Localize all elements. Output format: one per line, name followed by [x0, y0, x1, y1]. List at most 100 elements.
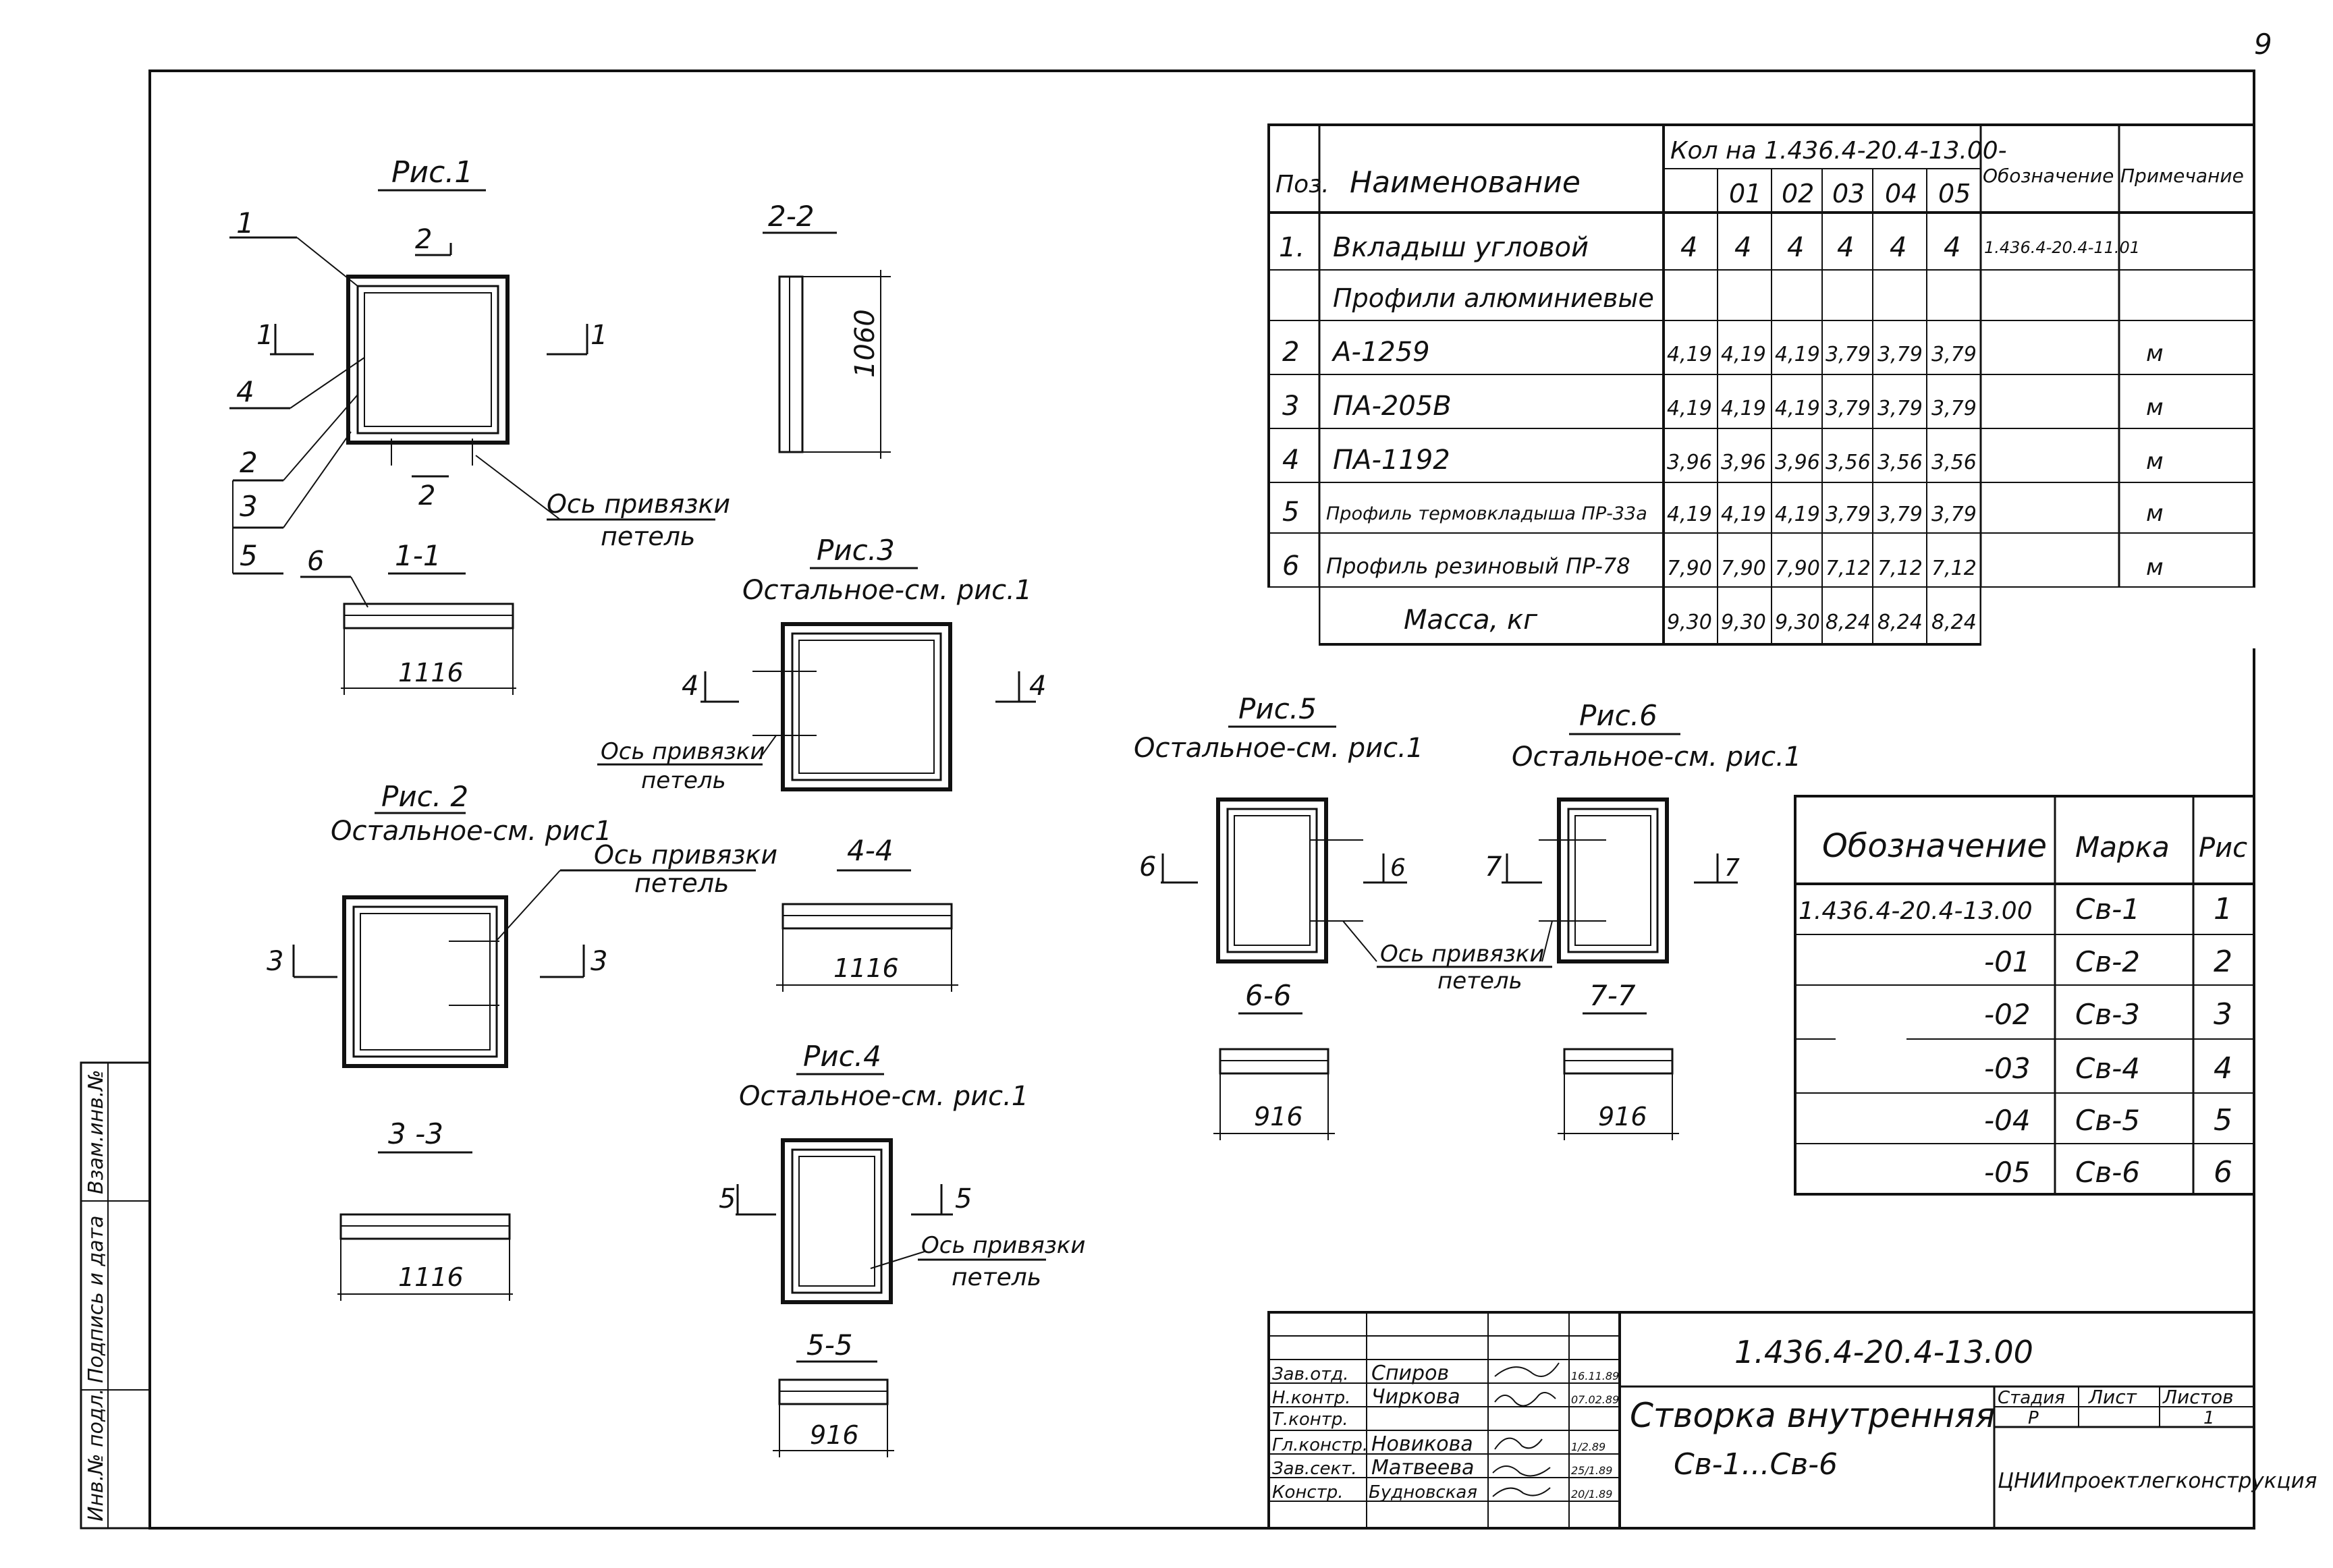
spec-table: Поз. Наименование Кол на 1.436.4-20.4-13…: [1266, 123, 2258, 648]
fig1-callout-4: 4: [236, 375, 254, 408]
mark-r1-des: 1.436.4-20.4-13.00: [1799, 897, 2033, 925]
spec-r4-q1: 4,19: [1721, 397, 1766, 420]
spec-col-01: 01: [1729, 179, 1761, 208]
spec-r4-q3: 3,79: [1826, 397, 1871, 420]
spec-r6-note: м: [2146, 500, 2164, 527]
section-4-4: 4-4 1116: [776, 834, 958, 992]
spec-col-05: 05: [1938, 179, 1971, 208]
fig1-title: Рис.1: [391, 155, 473, 190]
mark-r6-mark: Св-6: [2075, 1156, 2140, 1189]
section-1-1: 6 1-1 1116: [300, 539, 516, 695]
fig3-mark-4-right: 4: [1029, 671, 1046, 702]
mark-r2-fig: 2: [2214, 945, 2232, 979]
sec66-dim: 916: [1254, 1102, 1303, 1131]
spec-r5-note: м: [2146, 448, 2164, 475]
sec44-title: 4-4: [847, 834, 894, 867]
mark-header-fig: Рис: [2199, 833, 2247, 864]
sec55-title: 5-5: [806, 1328, 853, 1362]
figure-1: Рис.1 1 4 2 3 5 2 1 1 2 О: [229, 155, 730, 575]
tb-sheets-label: Листов: [2162, 1386, 2234, 1408]
title-block: Зав.отд. Спиров 16.11.89 Н.контр. Чирков…: [1267, 1311, 2317, 1530]
mark-table: Обозначение Марка Рис 1.436.4-20.4-13.00…: [1794, 795, 2255, 1196]
fig5-title: Рис.5: [1238, 692, 1317, 725]
fig4-axis-label-2: петель: [952, 1264, 1041, 1291]
spec-r6-q1: 4,19: [1721, 503, 1766, 526]
sec77-dim: 916: [1598, 1102, 1647, 1131]
spec-r7-pos: 6: [1282, 551, 1299, 582]
mark-header-mark: Марка: [2075, 831, 2170, 864]
spec-header-qty: Кол на 1.436.4-20.4-13.00-: [1670, 137, 2007, 165]
mark-r5-mark: Св-5: [2075, 1104, 2140, 1137]
fig4-title: Рис.4: [803, 1040, 881, 1073]
fig3-note: Остальное-см. рис.1: [742, 575, 1032, 606]
tb-org: ЦНИИпроектлегконструкция: [1998, 1469, 2317, 1493]
spec-r1-q5: 4: [1944, 232, 1960, 263]
fig2-axis-label-2: петель: [634, 868, 729, 898]
tb-sheets: 1: [2203, 1408, 2215, 1428]
spec-r7-q3: 7,12: [1826, 557, 1871, 580]
fig3-axis-label-1: Ось привязки: [601, 738, 765, 765]
fig1-callout-5: 5: [240, 539, 258, 572]
mark-r3-fig: 3: [2214, 997, 2232, 1032]
spec-r6-pos: 5: [1282, 497, 1299, 528]
spec-header-designation: Обозначение: [1983, 165, 2114, 187]
tb-name-5: Матвеева: [1371, 1456, 1474, 1480]
figure-4: Рис.4 Остальное-см. рис.1 Ось привязки п…: [719, 1040, 1085, 1304]
spec-col-02: 02: [1782, 179, 1814, 208]
tb-doc-number: 1.436.4-20.4-13.00: [1734, 1334, 2033, 1370]
spec-r7-q0: 7,90: [1667, 557, 1712, 580]
sec22-dim: 1060: [850, 309, 881, 378]
fig1-callout-2: 2: [240, 446, 258, 479]
figure-5: Рис.5 Остальное-см. рис.1 6 6 Ось привяз…: [1134, 692, 1552, 995]
tb-date-5: 25/1.89: [1571, 1464, 1612, 1477]
spec-r6-q2: 4,19: [1775, 503, 1820, 526]
tb-role-4: Гл.констр.: [1272, 1435, 1368, 1455]
fig2-note: Остальное-см. рис1: [331, 816, 612, 847]
mark-r1-mark: Св-1: [2075, 893, 2140, 926]
spec-r6-q0: 4,19: [1667, 503, 1712, 526]
figure-3: Рис.3 Остальное-см. рис.1 Ось привязки п…: [597, 534, 1046, 794]
spec-r3-q4: 3,79: [1877, 343, 1923, 366]
spec-r2-name: Профили алюминиевые: [1333, 283, 1654, 313]
fig6-mark-7-left: 7: [1485, 851, 1502, 883]
tb-date-6: 20/1.89: [1571, 1488, 1612, 1501]
fig1-callout-3: 3: [240, 490, 258, 523]
fig1-callout-1: 1: [236, 206, 254, 240]
spec-r3-q2: 4,19: [1775, 343, 1820, 366]
mark-r3-mark: Св-3: [2075, 998, 2140, 1031]
fig1-mark-1-right: 1: [591, 320, 607, 351]
tb-role-5: Зав.сект.: [1272, 1459, 1357, 1479]
mark-r2-des: -01: [1984, 945, 2031, 978]
mark-r2-mark: Св-2: [2075, 945, 2140, 978]
spec-r5-q3: 3,56: [1826, 451, 1871, 474]
tb-title-line1: Створка внутренняя: [1630, 1396, 1995, 1435]
fig56-axis-label-1: Ось привязки: [1380, 941, 1544, 968]
sec11-callout-6: 6: [307, 546, 324, 577]
side-stamp: Инв.№ подл. Подпись и дата Взам.инв.№: [80, 1061, 151, 1530]
mark-r6-des: -05: [1984, 1156, 2031, 1189]
fig1-axis-label-2: петель: [601, 522, 695, 551]
tb-name-4: Новикова: [1371, 1432, 1473, 1456]
spec-r1-q3: 4: [1837, 232, 1854, 263]
spec-r7-q4: 7,12: [1877, 557, 1923, 580]
sec66-title: 6-6: [1245, 979, 1292, 1012]
spec-r3-q5: 3,79: [1931, 343, 1977, 366]
signature-5-icon: [1492, 1465, 1551, 1477]
spec-r3-q3: 3,79: [1826, 343, 1871, 366]
tb-role-2: Н.контр.: [1272, 1388, 1350, 1408]
figure-6: Рис.6 Остальное-см. рис.1 7 7: [1485, 699, 1801, 963]
spec-r7-q1: 7,90: [1721, 557, 1766, 580]
mark-header-des: Обозначение: [1822, 827, 2047, 865]
spec-r5-q1: 3,96: [1721, 451, 1766, 474]
fig56-axis-label-2: петель: [1437, 968, 1522, 995]
spec-r4-pos: 3: [1282, 391, 1299, 422]
signature-2-icon: [1494, 1392, 1556, 1407]
tb-date-2: 07.02.89: [1571, 1393, 1619, 1406]
fig1-axis-label-1: Ось привязки: [547, 489, 730, 519]
spec-r5-name: ПА-1192: [1333, 445, 1450, 476]
tb-name-2: Чиркова: [1371, 1385, 1460, 1409]
spec-r7-name: Профиль резиновый ПР-78: [1326, 553, 1630, 579]
spec-r4-q5: 3,79: [1931, 397, 1977, 420]
spec-r5-q4: 3,56: [1877, 451, 1923, 474]
sec77-title: 7-7: [1589, 979, 1636, 1012]
